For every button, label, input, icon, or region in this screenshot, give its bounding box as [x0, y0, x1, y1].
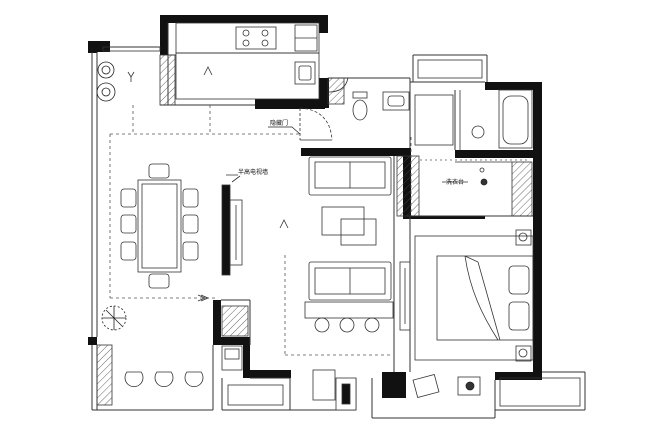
bedroom: [414, 229, 534, 362]
bathroom: [352, 89, 533, 163]
balcony-chairs: [124, 371, 204, 387]
dining-chairs: [120, 163, 199, 289]
windows: [102, 46, 581, 407]
plant-icon: [96, 61, 488, 391]
coffee-table: [321, 206, 377, 246]
structural-walls: [88, 15, 542, 398]
hidden-door-swing: [299, 107, 333, 141]
sofa-bottom: [308, 261, 392, 301]
bathtub-icon: [498, 89, 533, 149]
balcony-area: [124, 345, 481, 411]
kitchen-door-swing: [328, 77, 350, 93]
markers: [127, 66, 485, 302]
kitchen-sink-icon: [294, 61, 316, 85]
tv-wall: [221, 175, 243, 276]
ceiling-marker: [203, 66, 213, 76]
ceiling-marker: [279, 219, 289, 229]
living-area: [304, 156, 411, 333]
stove-icon: [235, 26, 277, 50]
nightstand-lamp-icon: [515, 229, 532, 362]
hidden-door-label: 隐藏门: [270, 120, 289, 127]
sofa-top: [308, 156, 392, 196]
dining-table: [137, 179, 182, 273]
leader-lines: [226, 126, 301, 176]
dashed-lines: [109, 105, 530, 356]
balcony-counter-label: 洗衣台: [446, 179, 465, 186]
washer-icon: [221, 345, 243, 371]
kitchen: [168, 22, 320, 100]
bathroom-sink-icon: [382, 91, 410, 111]
dining-area: [120, 163, 199, 289]
toilet-icon: [352, 91, 368, 121]
door-swings: [299, 77, 350, 141]
fridge-icon: [294, 24, 318, 52]
tv-wall-label: 半高电视墙: [238, 169, 269, 176]
bed-icon: [436, 255, 534, 341]
